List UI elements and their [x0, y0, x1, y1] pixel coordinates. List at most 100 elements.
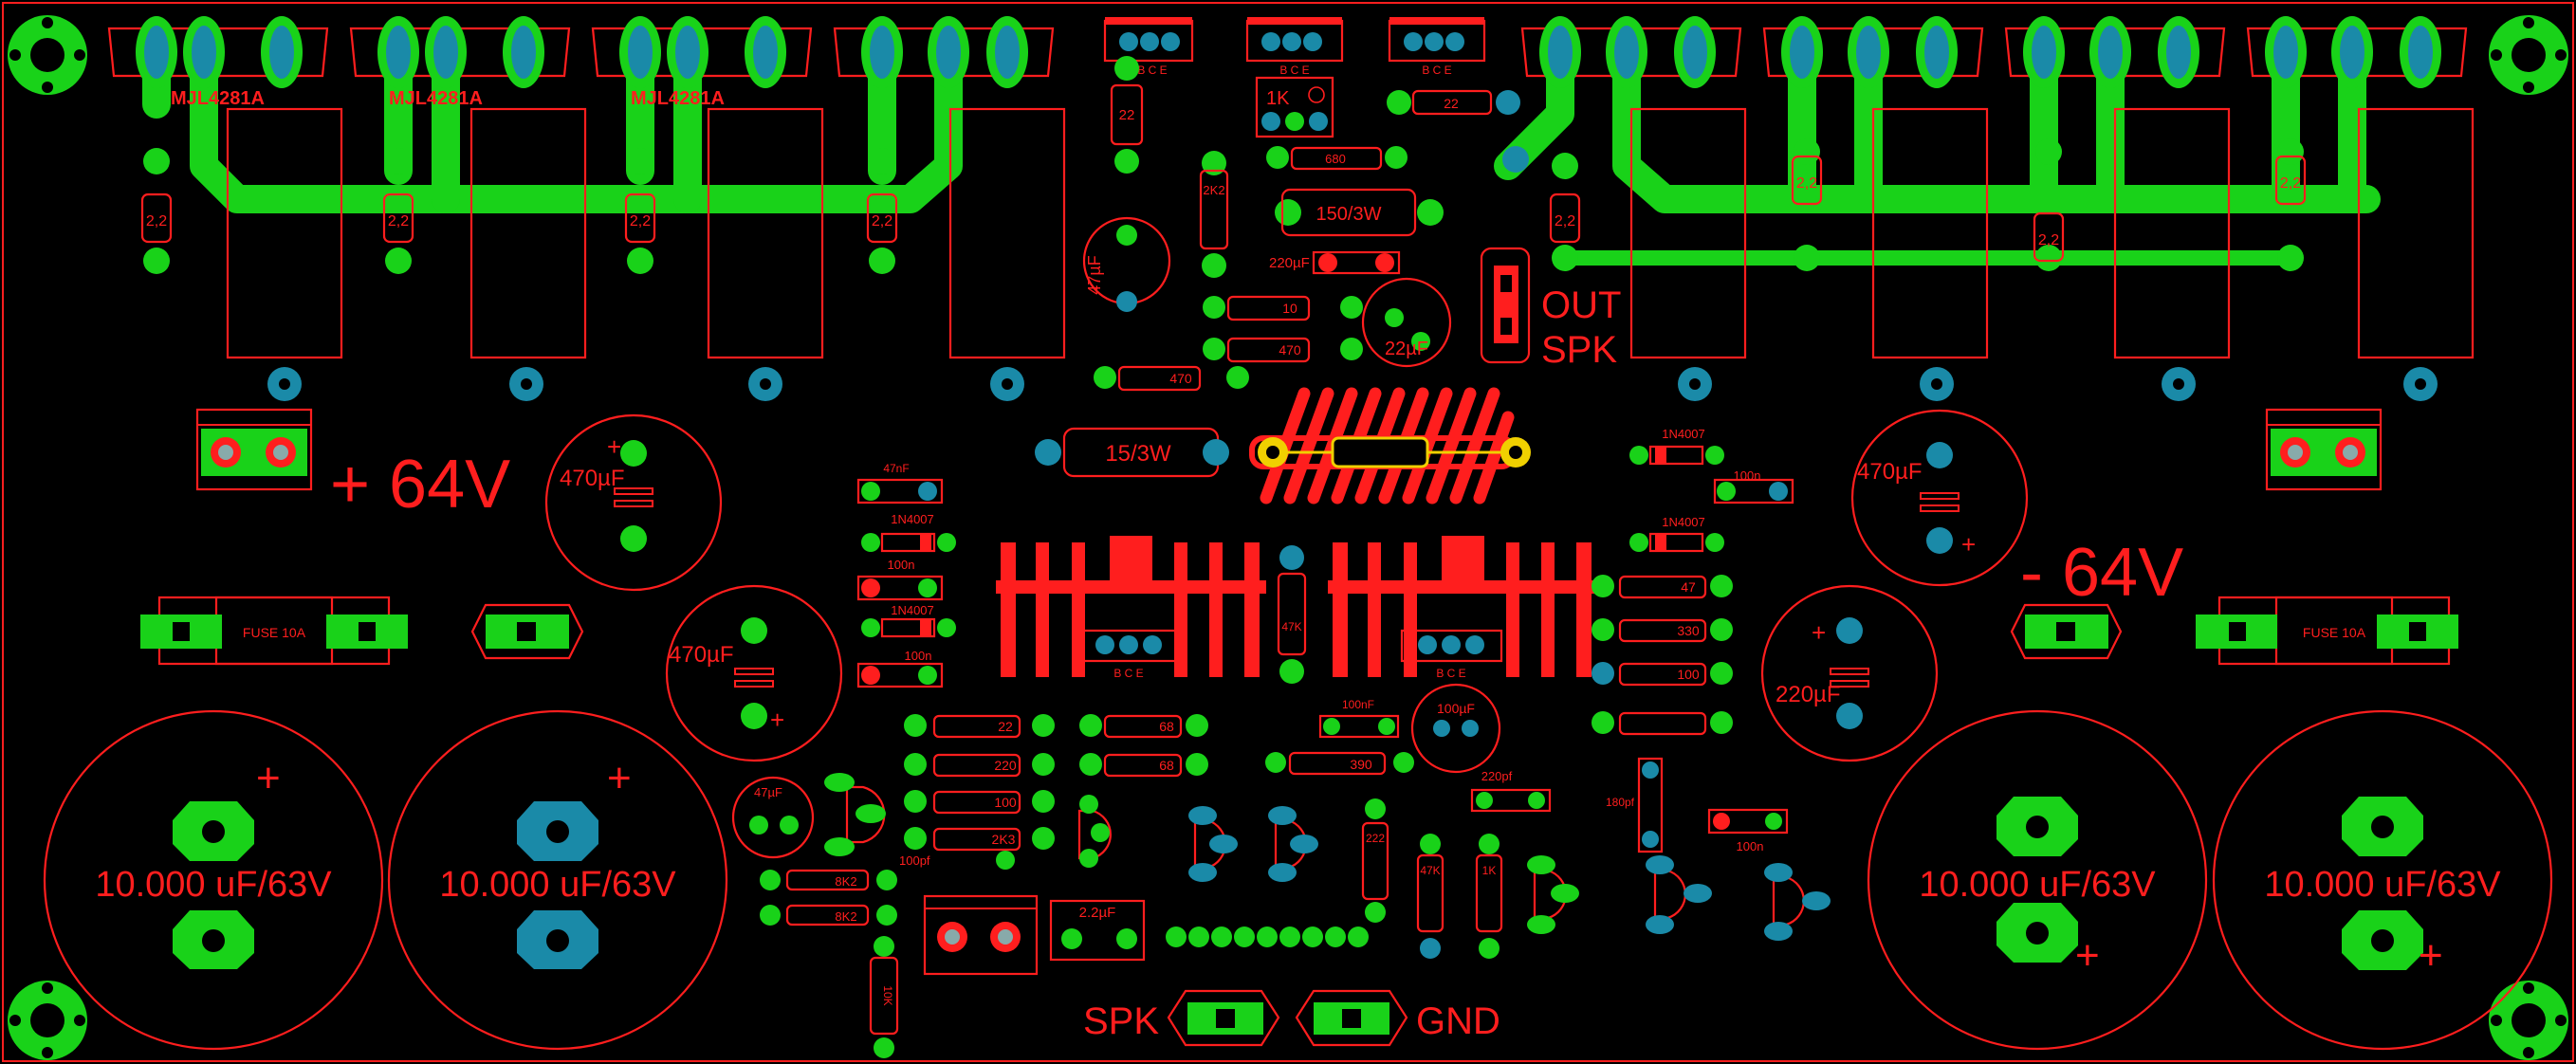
jumper-left	[470, 603, 584, 660]
filter-cap-left-mid: + 470µF	[665, 584, 843, 762]
main-cap-label: 10.000 uF/63V	[95, 865, 332, 905]
bottom-gnd-label: GND	[1416, 1000, 1500, 1042]
plus-sign: +	[256, 755, 281, 801]
resistor-100a-label: 100	[1677, 667, 1700, 682]
driver-heatsinks	[996, 536, 1598, 677]
cap-100n-label: 100n	[1737, 839, 1764, 853]
fuse-label: FUSE 10A	[2303, 625, 2366, 640]
cap-100n-label: 100n	[888, 558, 915, 572]
transistor-label: MJL4281A	[389, 88, 483, 109]
resistor-15w-label: 15/3W	[1105, 441, 1171, 467]
bce-label: B C E	[1137, 64, 1167, 77]
cap-47nf-label: 47nF	[883, 462, 909, 475]
driver-transistors: B C E B C E 47K	[1077, 545, 1503, 684]
cap-220uf-label: 220µF	[1269, 255, 1310, 271]
bce-label: B C E	[1279, 64, 1309, 77]
bce-label: B C E	[1436, 667, 1465, 680]
resistor-470-label: 470	[1279, 342, 1301, 358]
cap-47uf-label: 47µF	[1085, 255, 1104, 294]
emitter-resistor-label: 2,2	[1796, 175, 1817, 192]
resistor-68-label: 68	[1159, 719, 1174, 734]
transistor-label: MJL4281A	[171, 88, 265, 109]
bce-label: B C E	[1113, 667, 1143, 680]
cap-2u2-label: 2.2µF	[1079, 905, 1116, 921]
main-cap-label: 10.000 uF/63V	[2264, 865, 2501, 905]
cap-100pf-label: 100pf	[899, 853, 930, 868]
diode-label: 1N4007	[891, 512, 934, 526]
bce-label: B C E	[1422, 64, 1451, 77]
right-supply-terminal	[2265, 408, 2383, 491]
output-label-spk: SPK	[1541, 329, 1617, 371]
filter-cap-left-top: + 470µF	[544, 413, 723, 592]
small-parts-left: 47nF 1N4007 100n 1N4007 100n 22 220 100 …	[731, 462, 1208, 1058]
resistor-470b-label: 470	[1169, 371, 1192, 386]
cap-470uf-label: 470µF	[669, 642, 734, 668]
emitter-resistor-label: 2,2	[1555, 213, 1575, 229]
resistor-100b-label: 100	[994, 795, 1017, 810]
cap-220pf-label: 220pf	[1481, 769, 1513, 783]
cap-180pf-label: 180pf	[1606, 796, 1635, 809]
resistor-222-label: 222	[1366, 832, 1385, 845]
mounting-hole-top-left	[8, 15, 87, 95]
resistor-8k2b-label: 8K2	[835, 909, 856, 924]
cap-470uf-label: 470µF	[1857, 459, 1923, 485]
resistor-8k2-label: 8K2	[835, 874, 856, 889]
emitter-resistor-label: 2,2	[630, 213, 651, 229]
resistor-330-label: 330	[1677, 623, 1700, 638]
resistor-22b-label: 22	[1444, 96, 1459, 111]
main-cap-1: + 10.000 uF/63V	[43, 709, 384, 1051]
gnd-jumper	[1295, 989, 1408, 1047]
main-cap-3: + 10.000 uF/63V	[1867, 709, 2208, 1051]
resistor-10k-label: 10K	[881, 985, 894, 1005]
emitter-resistor-label: 2,2	[872, 213, 892, 229]
cap-220uf-big-label: 220µF	[1776, 682, 1841, 707]
main-cap-label: 10.000 uF/63V	[1919, 865, 2156, 905]
resistor-2k2-label: 2K2	[1203, 183, 1224, 197]
cap-100n-label: 100n	[905, 649, 932, 663]
resistor-2k3-label: 2K3	[992, 832, 1016, 847]
emitter-resistor-label: 2,2	[146, 213, 167, 229]
plus-sign: +	[1812, 618, 1826, 647]
resistor-22c-label: 22	[998, 719, 1013, 734]
resistor-390-label: 390	[1350, 757, 1372, 772]
resistor-47k-label: 47K	[1281, 620, 1301, 633]
cap-100uf-label: 100µF	[1437, 701, 1475, 716]
plus-sign: +	[2419, 932, 2443, 979]
jumper-right	[2010, 603, 2123, 660]
emitter-resistor-label: 2,2	[2038, 232, 2059, 248]
resistor-10-label: 10	[1282, 301, 1297, 316]
plus-sign: +	[2075, 932, 2100, 979]
right-output-transistor-bank: 2,2 2,2 2,2 2,2	[1494, 16, 2475, 401]
fuse-label: FUSE 10A	[243, 625, 306, 640]
diode-label: 1N4007	[1662, 427, 1705, 441]
plus-sign: +	[607, 432, 621, 461]
mounting-hole-top-right	[2489, 15, 2568, 95]
spk-jumper	[1167, 989, 1280, 1047]
diode-label: 1N4007	[891, 603, 934, 617]
resistor-680-label: 680	[1325, 152, 1346, 166]
positive-supply-label: + 64V	[330, 447, 510, 523]
fuse-right: FUSE 10A	[2196, 596, 2458, 666]
main-cap-2: + 10.000 uF/63V	[387, 709, 728, 1051]
plus-sign: +	[1961, 530, 1976, 559]
main-cap-label: 10.000 uF/63V	[439, 865, 676, 905]
filter-cap-right-mid: + 220µF	[1760, 584, 1939, 762]
output-coil: 15/3W	[1035, 387, 1531, 504]
cap-470uf-label: 470µF	[560, 466, 625, 491]
mounting-hole-bottom-right	[2489, 981, 2568, 1060]
resistor-68b-label: 68	[1159, 758, 1174, 773]
resistor-22-label: 22	[1119, 107, 1135, 123]
cap-47uf-small-label: 47µF	[754, 785, 782, 799]
driver-section-top: B C E B C E B C E 22 1K 22 680 2K2 150/3…	[1082, 17, 1621, 392]
output-label-out: OUT	[1541, 284, 1621, 326]
cap-100nf-label: 100nF	[1342, 698, 1374, 711]
mounting-hole-bottom-left	[8, 981, 87, 1060]
filter-cap-right-top: + 470µF	[1850, 409, 2029, 587]
transistor-label: MJL4281A	[631, 88, 725, 109]
plus-sign: +	[770, 706, 784, 734]
plus-sign: +	[607, 755, 632, 801]
cap-22uf-label: 22µF	[1385, 339, 1428, 359]
resistor-220-label: 220	[994, 758, 1017, 773]
bottom-spk-label: SPK	[1083, 1000, 1159, 1042]
resistor-150-label: 150/3W	[1316, 204, 1382, 225]
